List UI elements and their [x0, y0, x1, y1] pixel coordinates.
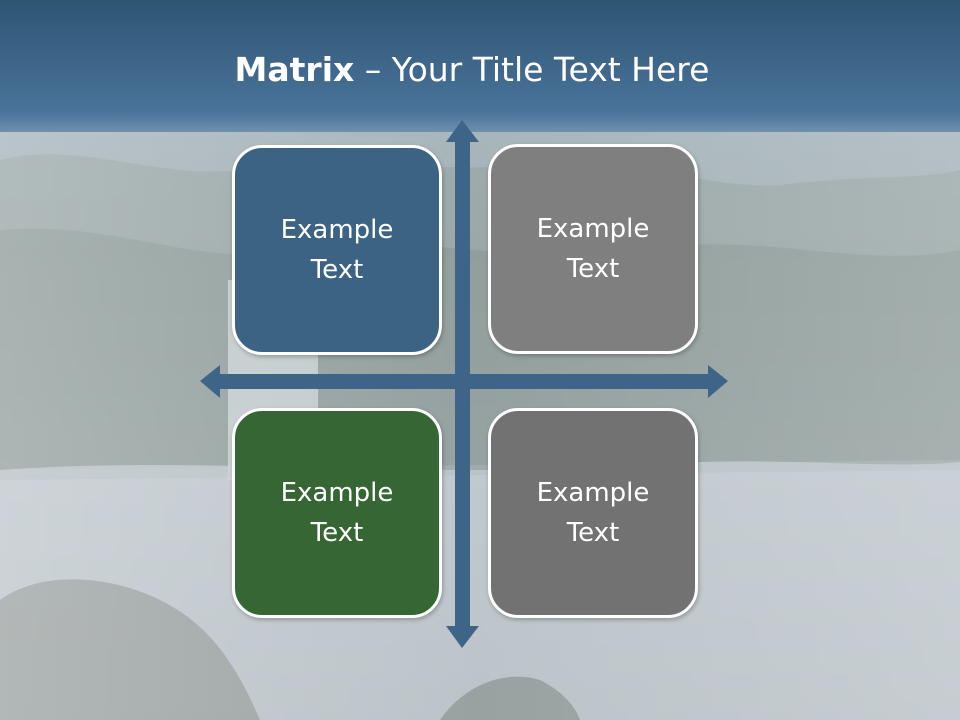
title-rest: – Your Title Text Here — [354, 50, 710, 89]
quadrant-top-right: Example Text — [488, 144, 698, 354]
quadrant-label: Example Text — [536, 478, 650, 548]
title-bold: Matrix — [234, 50, 355, 89]
arrow-right-icon — [708, 365, 728, 398]
quadrant-bottom-right: Example Text — [488, 408, 698, 618]
arrow-up-icon — [446, 120, 479, 142]
horizontal-axis — [220, 374, 710, 389]
quadrant-label: Example Text — [536, 214, 650, 284]
quadrant-label: Example Text — [280, 215, 394, 285]
slide-title: Matrix – Your Title Text Here — [0, 48, 944, 92]
quadrant-top-left: Example Text — [232, 145, 442, 355]
quadrant-label: Example Text — [280, 478, 394, 548]
arrow-left-icon — [200, 365, 220, 398]
arrow-down-icon — [446, 626, 479, 648]
quadrant-bottom-left: Example Text — [232, 408, 442, 618]
